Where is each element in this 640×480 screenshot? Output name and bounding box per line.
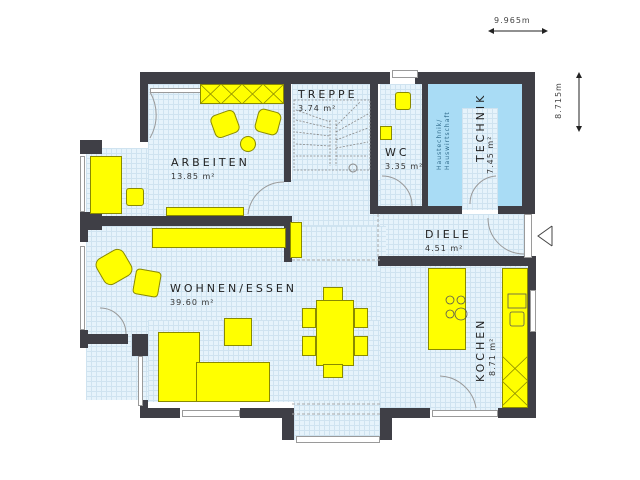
- wall-center-stub: [284, 216, 292, 262]
- wall-bay2-side: [132, 334, 148, 356]
- room-label-diele: DIELE: [425, 228, 472, 241]
- window-bay-west: [80, 156, 85, 212]
- window-living-west: [80, 246, 85, 330]
- center-cabinet: [290, 222, 302, 258]
- window-living-sw: [138, 356, 143, 406]
- door-arc-technik: [469, 175, 497, 205]
- dining-chair-right-2: [354, 336, 368, 356]
- window-north-wc: [392, 70, 418, 78]
- wall-west-living: [80, 226, 88, 242]
- wall-bay2-top: [80, 334, 128, 344]
- dining-chair-top: [323, 287, 343, 301]
- dining-chair-right-1: [354, 308, 368, 328]
- shelf-cross-icon: [200, 84, 284, 104]
- door-arc-kitchen: [439, 375, 477, 409]
- wall-west-upper: [140, 72, 148, 142]
- wall-technik-south: [378, 206, 428, 214]
- dining-chair-left-2: [302, 336, 316, 356]
- wall-south-west: [140, 408, 180, 418]
- kitchen-sink-icon: [507, 293, 527, 327]
- width-dimension: 9.965m: [488, 16, 548, 36]
- wall-wc-east: [422, 84, 428, 214]
- room-label-wohnen: WOHNEN/ESSEN: [170, 282, 298, 295]
- width-dimension-label: 9.965m: [494, 16, 531, 25]
- window-south-kitchen: [432, 410, 498, 417]
- room-area-diele: 4.51 m²: [425, 244, 464, 253]
- coffee-table: [224, 318, 252, 346]
- wall-north-west: [140, 72, 390, 84]
- room-label-treppe: TREPPE: [298, 88, 358, 101]
- room-area-kochen: 8.71 m²: [488, 337, 497, 376]
- wall-south-east: [380, 408, 430, 418]
- wall-technik-south-3: [498, 206, 535, 214]
- dining-chair-left-1: [302, 308, 316, 328]
- wall-technik-south-2: [428, 206, 462, 214]
- wall-east-upper: [522, 72, 535, 212]
- side-table-round: [240, 136, 256, 152]
- kitchen-cabinet-cross-icon: [502, 356, 528, 406]
- wall-east-lower: [528, 258, 536, 418]
- desk: [90, 156, 122, 214]
- staircase-icon: [293, 99, 371, 171]
- room-label-arbeiten: ARBEITEN: [171, 156, 250, 169]
- kitchen-island: [428, 268, 466, 350]
- sideboard-arbeiten: [166, 207, 244, 216]
- window-south-living: [182, 410, 240, 417]
- wall-stair-east: [370, 84, 378, 214]
- floor-diele: [378, 214, 528, 258]
- floor-bay-south: [294, 400, 380, 440]
- door-arc-diele: [487, 217, 525, 255]
- cooktop-icon: [445, 295, 468, 321]
- room-note-technik: Haustechnik/ Hauswirtschaft: [436, 111, 451, 170]
- door-arc-arbeiten-west: [149, 91, 157, 139]
- desk-chair: [126, 188, 144, 206]
- wall-arbeiten-south: [80, 216, 286, 226]
- sofa-main-section: [196, 362, 270, 402]
- room-area-wc: 3.35 m²: [385, 162, 424, 171]
- room-label-kochen: KOCHEN: [474, 317, 487, 382]
- wall-north-east: [415, 72, 535, 84]
- entry-arrow-icon: [537, 225, 553, 247]
- ottoman: [131, 267, 163, 299]
- door-arc-arbeiten-east: [247, 181, 285, 215]
- wall-diele-south: [378, 256, 536, 266]
- dining-table: [316, 300, 354, 366]
- window-entry-door: [524, 214, 532, 258]
- dining-chair-bottom: [323, 364, 343, 378]
- wall-bay-top: [80, 140, 102, 154]
- floor-wc: [380, 84, 424, 210]
- wall-bay-south-west: [282, 408, 294, 440]
- depth-dimension: 8.715m: [554, 72, 582, 132]
- double-arrow-vertical-icon: [576, 72, 582, 132]
- toilet: [395, 92, 411, 110]
- wall-arbeiten-east: [284, 84, 291, 182]
- room-area-treppe: 3.74 m²: [298, 104, 337, 113]
- wall-south-east-2: [498, 408, 536, 418]
- room-area-technik: 7.45 m²: [486, 135, 495, 174]
- door-arc-living: [99, 307, 127, 335]
- room-label-wc: WC: [385, 146, 410, 159]
- floor-technik-inner: [462, 108, 498, 210]
- wall-south-mid: [240, 408, 294, 418]
- wc-sink: [380, 126, 392, 140]
- double-arrow-horizontal-icon: [488, 28, 548, 34]
- window-south-bay: [296, 436, 380, 443]
- room-area-wohnen: 39.60 m²: [170, 298, 215, 307]
- sofa-l-section: [158, 332, 200, 402]
- window-east-kitchen: [530, 290, 536, 332]
- tv-sideboard: [152, 228, 286, 248]
- room-area-arbeiten: 13.85 m²: [171, 172, 216, 181]
- door-arc-wc: [381, 175, 413, 207]
